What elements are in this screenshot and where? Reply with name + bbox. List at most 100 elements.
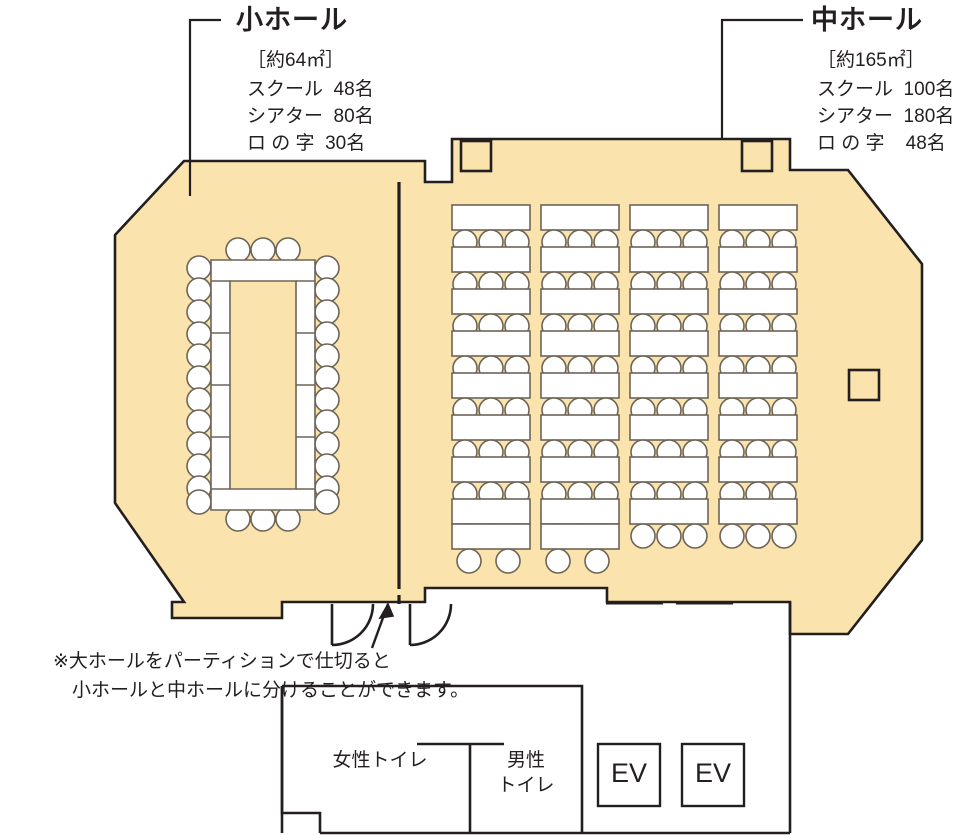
chair-icon [719,523,745,549]
leader-line-medium-hall [720,18,803,140]
seating-column [629,204,709,549]
door-group [330,603,453,647]
chair-icon [456,548,482,574]
table-icon [718,414,798,441]
table-icon [540,246,620,273]
table-icon [718,246,798,273]
seating-column [718,204,798,549]
chair-icon [584,548,610,574]
table-icon [451,246,531,273]
seating-column [540,204,620,574]
small-hall-area: ［約64㎡］ [247,50,345,71]
chair-icon [682,523,708,549]
partition-note-line-2: 小ホールと中ホールに分けることができます。 [53,680,470,701]
chair-icon [186,387,212,413]
table-icon [629,372,709,399]
leader-line-small-hall [188,18,221,196]
chair-icon [495,548,521,574]
chair-icon [314,387,340,413]
table-icon [629,498,709,525]
table-icon [540,372,620,399]
womens-toilet-outline [280,686,322,833]
table-icon [540,330,620,357]
chair-icon [314,321,340,347]
chair-icon [186,277,212,303]
table-icon [718,204,798,231]
table-icon [540,414,620,441]
small-hall-title: 小ホール [236,5,348,35]
table-icon [718,498,798,525]
chair-icon [186,321,212,347]
chair-icon [225,237,251,263]
table-icon [629,330,709,357]
small-hall-theater-capacity: シアター 80名 [247,106,374,127]
pillar-icon [740,139,774,173]
table-icon [629,414,709,441]
chair-icon [656,523,682,549]
chair-icon [745,523,771,549]
door-icon [331,603,375,647]
elevator-icon [680,742,746,808]
table-icon [451,288,531,315]
chair-icon [314,365,340,391]
chair-icon [314,299,340,325]
table-icon [540,498,620,525]
leader-lines [188,18,803,649]
school-seating-group [451,204,798,574]
medium-hall-school-capacity: スクール 100名 [817,79,955,100]
table-icon [451,498,531,525]
table-row [629,288,709,339]
elevator-1-label: EV [610,758,648,788]
pillar-icon [459,139,493,173]
partition-note-line-1: ※大ホールをパーティションで仕切ると [53,651,391,672]
chair-icon [186,489,212,515]
elevator-2-label: EV [694,758,732,788]
table-row [629,498,709,549]
small-hall-school-capacity: スクール 48名 [247,79,374,100]
table-icon [540,204,620,231]
door-icon [409,603,453,647]
table-icon [451,523,531,550]
womens-toilet-label: 女性トイレ [332,750,428,771]
chair-icon [545,548,571,574]
chair-icon [314,343,340,369]
table-icon [629,288,709,315]
chair-icon [275,237,301,263]
chair-icon [186,255,212,281]
chair-icon [314,489,340,515]
table-row [451,523,531,574]
table-row [718,330,798,381]
chair-icon [314,277,340,303]
table-icon [718,288,798,315]
table-icon [629,204,709,231]
small-hall-hollow-square-capacity: ロ の 字 30名 [247,133,366,154]
pillar-icon [847,368,881,402]
table-icon [451,414,531,441]
toilet-block-outline [282,684,584,833]
table-icon [451,204,531,231]
table-icon [629,456,709,483]
medium-hall-area: ［約165㎡］ [817,50,925,71]
chair-icon [186,453,212,479]
service-area-group [280,602,792,835]
table-icon [718,456,798,483]
chair-icon [314,255,340,281]
medium-hall-hollow-square-capacity: ロ の 字 48名 [817,133,946,154]
table-row [718,498,798,549]
hollow-square-table-group [186,237,340,532]
table-icon [540,456,620,483]
table-icon [718,372,798,399]
elevator-icon [596,742,662,808]
table-row [540,523,620,574]
chair-icon [314,431,340,457]
table-icon [540,288,620,315]
table-icon [451,372,531,399]
table-icon [718,330,798,357]
table-icon [451,330,531,357]
chair-icon [186,431,212,457]
chair-icon [186,343,212,369]
chair-icon [314,409,340,435]
medium-hall-title: 中ホール [811,5,923,35]
leader-arrow-head [378,602,395,620]
